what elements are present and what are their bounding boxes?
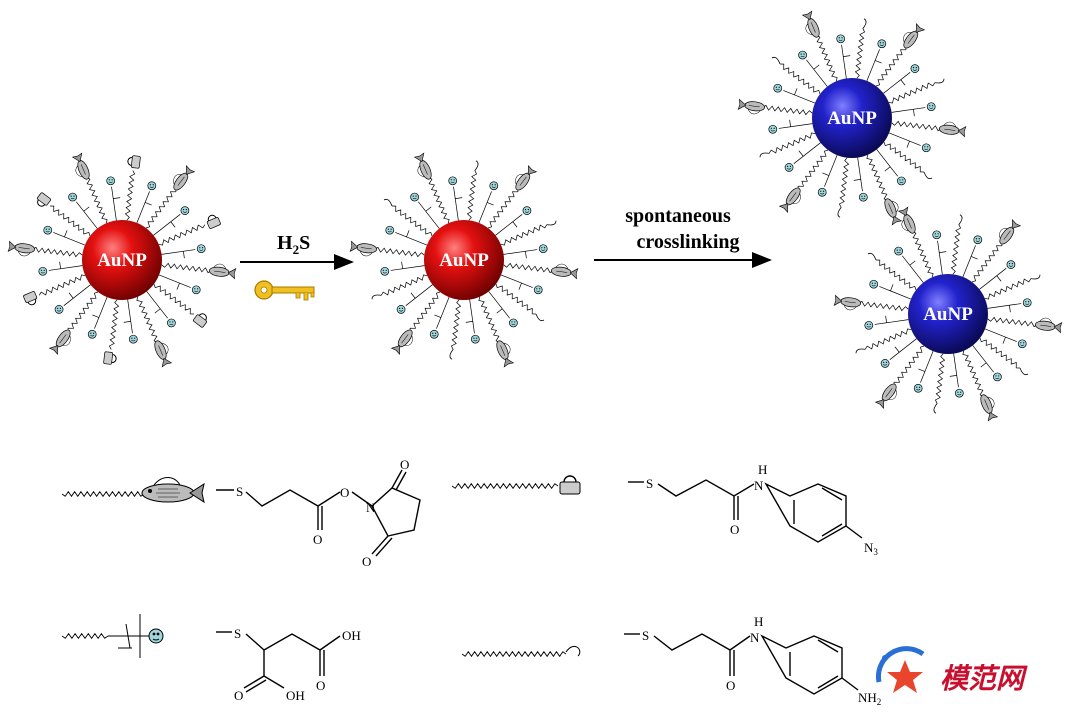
- core-label: AuNP: [439, 250, 489, 271]
- thioether-s: S: [642, 628, 649, 643]
- acid-oh-1: OH: [342, 628, 361, 643]
- legend-nhs-ligand: S O O O O N: [61, 457, 421, 569]
- ligand-shell: [7, 152, 237, 368]
- nhs-ester-structure: [216, 469, 421, 557]
- ligand-shell: [349, 152, 579, 368]
- succinic-acid-structure: [216, 631, 341, 693]
- crosslink-label-line2: crosslinking: [637, 231, 740, 253]
- gold-nanoparticle-core: [424, 220, 504, 300]
- ligand-shell: [737, 10, 967, 226]
- ligand-chain: [61, 490, 145, 498]
- tail-amine-icon: [565, 645, 581, 657]
- nanoparticle-nhs-azide: AuNP: [7, 152, 237, 368]
- azide-group: N3: [864, 540, 878, 557]
- reagent-label: H2S: [277, 232, 310, 257]
- smiley-carboxyl-icon: [108, 614, 164, 658]
- amide-h: H: [754, 614, 763, 629]
- nhs-n: N: [366, 500, 376, 515]
- gold-key-icon: [254, 280, 315, 301]
- star-logo-icon: [876, 646, 925, 693]
- watermark-logo: 模范网: [876, 646, 1028, 695]
- h2s-step: H2S: [240, 232, 354, 301]
- nanoparticle-nhs-amine: AuNP: [349, 152, 579, 368]
- aniline-structure: [624, 633, 859, 695]
- ester-carbonyl-o: O: [313, 532, 322, 547]
- gold-nanoparticle-core: [812, 78, 892, 158]
- thioether-s: S: [646, 476, 653, 491]
- legend-amine-ligand: S H N O NH2: [461, 614, 881, 707]
- acid-o-1: O: [316, 678, 325, 693]
- nhs-ring-o-bottom: O: [362, 554, 371, 569]
- legend-azide-ligand: S H N O N3: [451, 462, 878, 557]
- ligand-chain: [61, 632, 109, 640]
- thioether-s: S: [236, 484, 243, 499]
- crosslink-label-line1: spontaneous: [625, 205, 731, 227]
- aryl-azide-structure: [628, 479, 863, 543]
- amine-group: NH2: [858, 690, 881, 707]
- ligand-shell: [833, 206, 1063, 422]
- lock-azide-icon: [559, 475, 581, 495]
- ligand-chain: [451, 482, 559, 490]
- core-label: AuNP: [923, 304, 973, 325]
- thioether-s: S: [234, 626, 241, 641]
- amide-n: N: [754, 478, 764, 493]
- nhs-ring-o-top: O: [400, 457, 409, 472]
- nanoparticle-crosslinked-top: AuNP: [737, 10, 967, 226]
- crosslinking-step: spontaneous crosslinking: [594, 205, 772, 268]
- core-label: AuNP: [97, 250, 147, 271]
- amide-o: O: [730, 522, 739, 537]
- gold-nanoparticle-core: [908, 274, 988, 354]
- core-label: AuNP: [827, 108, 877, 129]
- watermark-text: 模范网: [940, 662, 1028, 695]
- amide-o: O: [726, 678, 735, 693]
- acid-o-2: O: [234, 688, 243, 703]
- gold-nanoparticle-core: [82, 220, 162, 300]
- ligand-chain: [461, 650, 567, 658]
- nanoparticle-crosslinked-bottom: AuNP: [833, 206, 1063, 422]
- amide-h: H: [758, 462, 767, 477]
- legend-carboxyl-ligand: S OH O O OH: [61, 614, 361, 703]
- ester-o: O: [340, 485, 349, 500]
- amide-n: N: [750, 630, 760, 645]
- acid-oh-2: OH: [286, 688, 305, 703]
- fish-nhs-icon: [141, 477, 205, 504]
